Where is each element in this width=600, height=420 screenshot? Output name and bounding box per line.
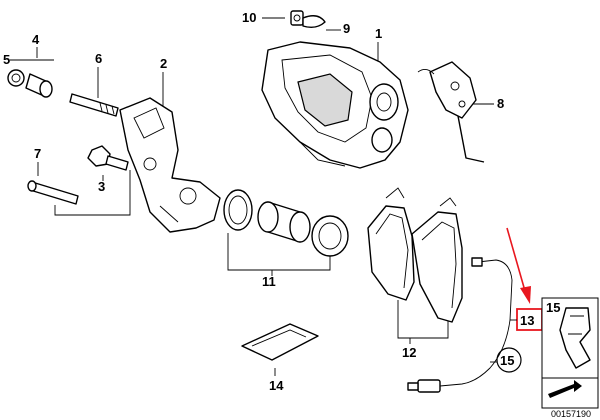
callout-5[interactable]: 5: [3, 52, 10, 67]
part-6-guide-bolt[interactable]: [69, 93, 119, 117]
callout-12[interactable]: 12: [402, 345, 416, 360]
inset-15-label: 15: [546, 300, 560, 315]
part-8-spring-bracket[interactable]: [417, 61, 485, 163]
inset-15[interactable]: 15: [541, 297, 599, 409]
doc-number: 00157190: [551, 409, 591, 419]
callout-1[interactable]: 1: [375, 26, 382, 41]
part-1-caliper-housing[interactable]: [261, 41, 409, 169]
part-3-bolt[interactable]: [87, 145, 129, 171]
red-arrow-icon: [506, 227, 531, 304]
callout-14[interactable]: 14: [269, 378, 284, 393]
part-7-long-bolt[interactable]: [27, 180, 79, 205]
part-5-bush[interactable]: [7, 69, 25, 87]
part-12-brake-pads[interactable]: [367, 187, 463, 323]
callout-7[interactable]: 7: [34, 146, 41, 161]
part-4-sleeve[interactable]: [25, 73, 53, 98]
callout-2[interactable]: 2: [160, 56, 167, 71]
part-13-wear-sensor[interactable]: [407, 257, 513, 393]
callout-10[interactable]: 10: [242, 10, 256, 25]
callout-9[interactable]: 9: [343, 21, 350, 36]
leader-lines: [10, 17, 517, 376]
callout-13[interactable]: 13: [520, 313, 534, 328]
callout-15-circle: [496, 347, 522, 373]
part-2-caliper-carrier[interactable]: [119, 97, 221, 233]
callout-15-circle-label[interactable]: 15: [500, 353, 514, 368]
part-10-9-clip[interactable]: [290, 10, 326, 29]
part-11-piston-seal[interactable]: [223, 189, 349, 257]
callout-11[interactable]: 11: [262, 274, 276, 289]
callout-3[interactable]: 3: [98, 179, 105, 194]
callout-8[interactable]: 8: [497, 96, 504, 111]
callout-6[interactable]: 6: [95, 51, 102, 66]
corner-arrow-icon: [548, 380, 582, 398]
callout-4[interactable]: 4: [32, 32, 40, 47]
part-14-grease-packet[interactable]: [241, 323, 319, 361]
